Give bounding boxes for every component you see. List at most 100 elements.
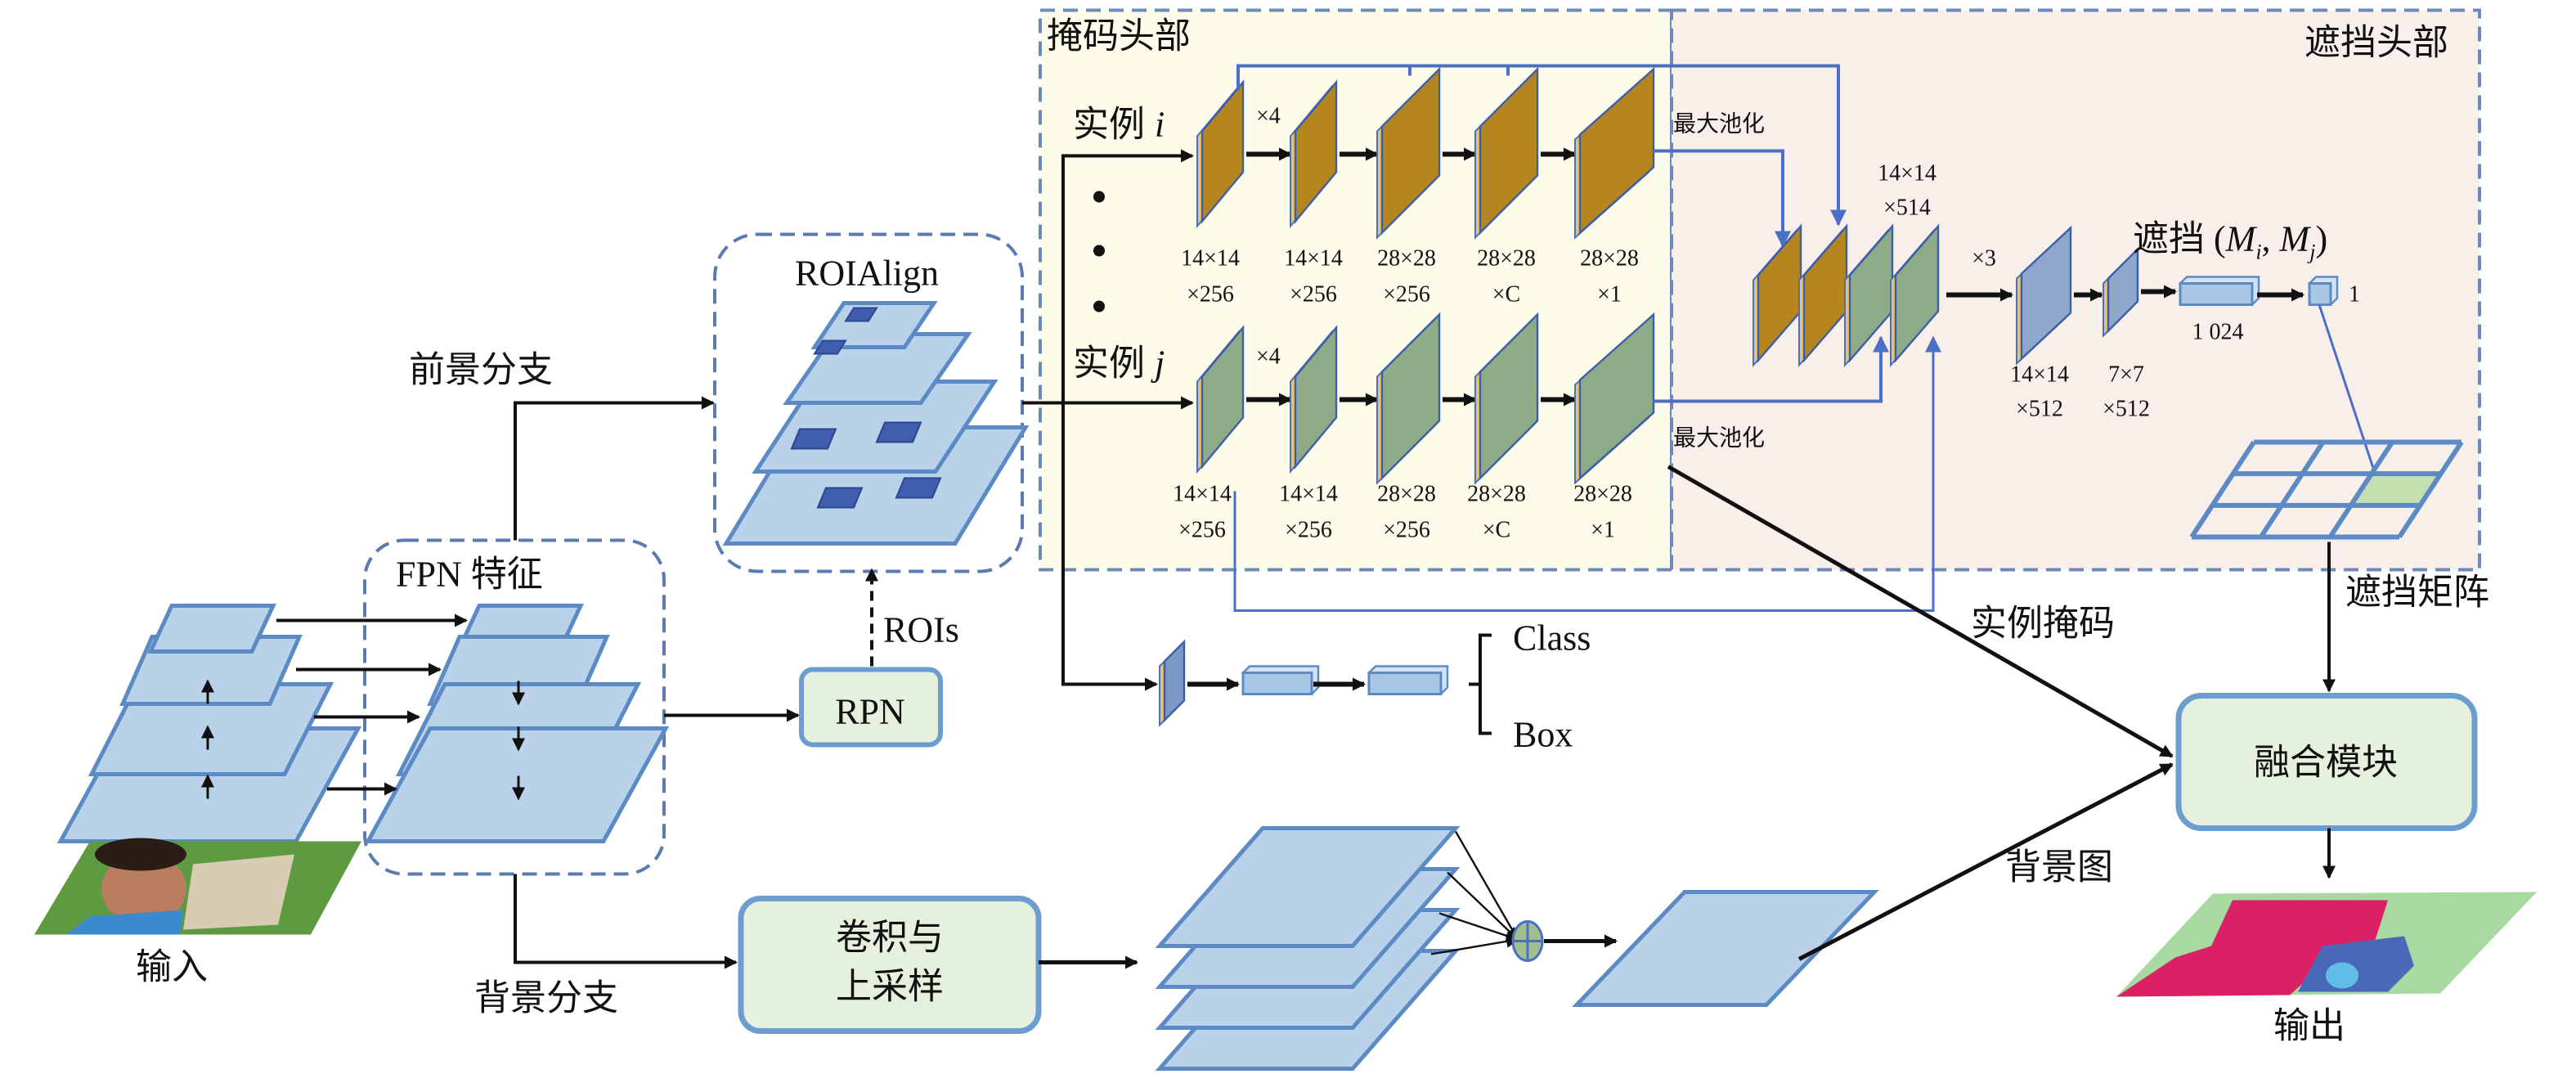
class-fc-2	[1367, 672, 1443, 695]
pool-dim-1: 7×7	[2108, 362, 2144, 388]
occ-mj: M	[2279, 219, 2312, 259]
feature-dim-label: 28×28	[1377, 246, 1436, 272]
maxpool-i-arrow	[1654, 149, 1791, 248]
fc-1-label: 1	[2349, 282, 2360, 308]
output-image	[2116, 892, 2537, 997]
feature-dim-label: 14×14	[1279, 482, 1338, 507]
instance-i-dims: 14×14×25614×14×25628×28×25628×28×C28×28×…	[1181, 246, 1639, 308]
feature-dim-label: 28×28	[1467, 482, 1526, 507]
feature-dim-label: ×256	[1187, 282, 1234, 308]
matrix-grid-line	[2397, 440, 2464, 539]
feature-dim-label: ×C	[1483, 518, 1510, 543]
background-panels	[363, 8, 2481, 876]
photo-shirt	[65, 910, 183, 935]
conv-dim-1: 14×14	[2010, 362, 2069, 388]
feature-dim-label: 28×28	[1580, 246, 1639, 272]
conv-upsample-box	[738, 896, 1042, 1034]
background-map-arrow	[1797, 762, 2174, 961]
concat-dim-1: 14×14	[1878, 161, 1936, 186]
background-branch-label: 背景分支	[474, 978, 618, 1018]
feature-dim-label: 28×28	[1377, 482, 1436, 507]
occlusion-output-label: 遮挡 (Mi, Mj)	[2133, 219, 2327, 264]
output-small-segment	[2326, 962, 2358, 989]
roi-box	[816, 487, 864, 509]
fc-1-box	[2308, 282, 2332, 306]
concat-feature-map	[1894, 223, 1940, 363]
occ-i-sub: i	[2255, 240, 2261, 264]
matrix-grid-line	[2189, 440, 2256, 539]
instance-i-feature-map	[1380, 66, 1441, 236]
roi-to-class-box-arrow	[1061, 402, 1158, 691]
instance-i-feature-map	[1200, 79, 1245, 224]
roi-feature-layer	[810, 301, 938, 349]
feature-dim-label: ×C	[1492, 282, 1520, 308]
mask-head-panel	[1039, 8, 1673, 572]
class-fc-1	[1241, 672, 1313, 695]
background-branch-arrow	[514, 874, 738, 969]
times3-label: ×3	[1972, 246, 1996, 272]
instance-j-feature-map	[1294, 325, 1338, 470]
rpn-label: RPN	[835, 692, 905, 732]
times4-i-label: ×4	[1256, 104, 1281, 129]
box-label: Box	[1513, 715, 1573, 755]
occ-j-sub: j	[2307, 240, 2315, 264]
fpn-pyramid-layer	[364, 726, 670, 843]
feature-dim-label: ×1	[1597, 282, 1622, 308]
roi-box	[790, 428, 837, 450]
photo-face	[101, 852, 186, 925]
conv-upsample-label-2: 上采样	[836, 967, 944, 1007]
occlusion-pool-map	[2107, 246, 2139, 334]
class-box-feature-map	[1163, 639, 1186, 723]
feature-dim-label: ×256	[1383, 282, 1430, 308]
concat-dim-2: ×514	[1883, 195, 1931, 221]
occ-mi: M	[2225, 219, 2258, 259]
pool-dim-2: ×512	[2103, 397, 2150, 422]
fusion-module-label: 融合模块	[2254, 743, 2398, 783]
occlusion-conv-map	[2020, 225, 2072, 362]
instance-j-feature-map	[1380, 312, 1441, 481]
matrix-grid-line	[2327, 440, 2394, 539]
to-sum-arrow	[1454, 830, 1519, 941]
to-sum-arrow	[1438, 912, 1519, 942]
instance-j-var: j	[1151, 344, 1165, 384]
skip-connection-bottom	[1233, 335, 1941, 612]
fc-1024-label: 1 024	[2192, 320, 2244, 345]
occlusion-matrix-label: 遮挡矩阵	[2345, 573, 2489, 613]
feature-dim-label: ×256	[1285, 518, 1332, 543]
class-box-brace	[1479, 633, 1492, 735]
instance-j-feature-map	[1479, 312, 1539, 481]
feature-dim-label: ×256	[1290, 282, 1337, 308]
instance-i-feature-map	[1479, 66, 1539, 236]
roi-box	[895, 477, 942, 499]
output-person-segment	[2116, 900, 2388, 997]
occ-close: )	[2315, 219, 2327, 259]
feature-dim-label: 28×28	[1477, 246, 1536, 272]
maxpool-j-arrow	[1654, 335, 1889, 403]
feature-dim-label: ×1	[1591, 518, 1615, 543]
instance-i-text: 实例	[1073, 105, 1145, 145]
ellipsis-dot	[1093, 191, 1105, 203]
roi-box	[875, 421, 922, 443]
rois-label: ROIs	[883, 610, 959, 650]
diagram-shapes	[34, 64, 2537, 1071]
input-pyramid-layer	[147, 604, 276, 654]
occ-comma: ,	[2262, 219, 2280, 259]
fusion-module-box	[2175, 693, 2478, 831]
fpn-panel	[363, 538, 666, 876]
ellipsis-dot	[1093, 300, 1105, 312]
maxpool-top-label: 最大池化	[1673, 111, 1765, 137]
occ-title: 遮挡 (	[2133, 219, 2226, 259]
photo-object	[183, 854, 294, 930]
background-map-layer	[1572, 890, 1879, 1007]
upsampled-feature-layer	[1155, 826, 1461, 948]
instance-mask-label: 实例掩码	[1971, 604, 2115, 644]
maxpool-bottom-label: 最大池化	[1673, 425, 1765, 452]
roi-box	[844, 307, 878, 322]
matrix-highlight-cell	[2350, 474, 2441, 506]
instance-i-var: i	[1155, 105, 1165, 145]
roi-box	[813, 339, 847, 355]
skip-connection-top	[1236, 64, 1847, 227]
